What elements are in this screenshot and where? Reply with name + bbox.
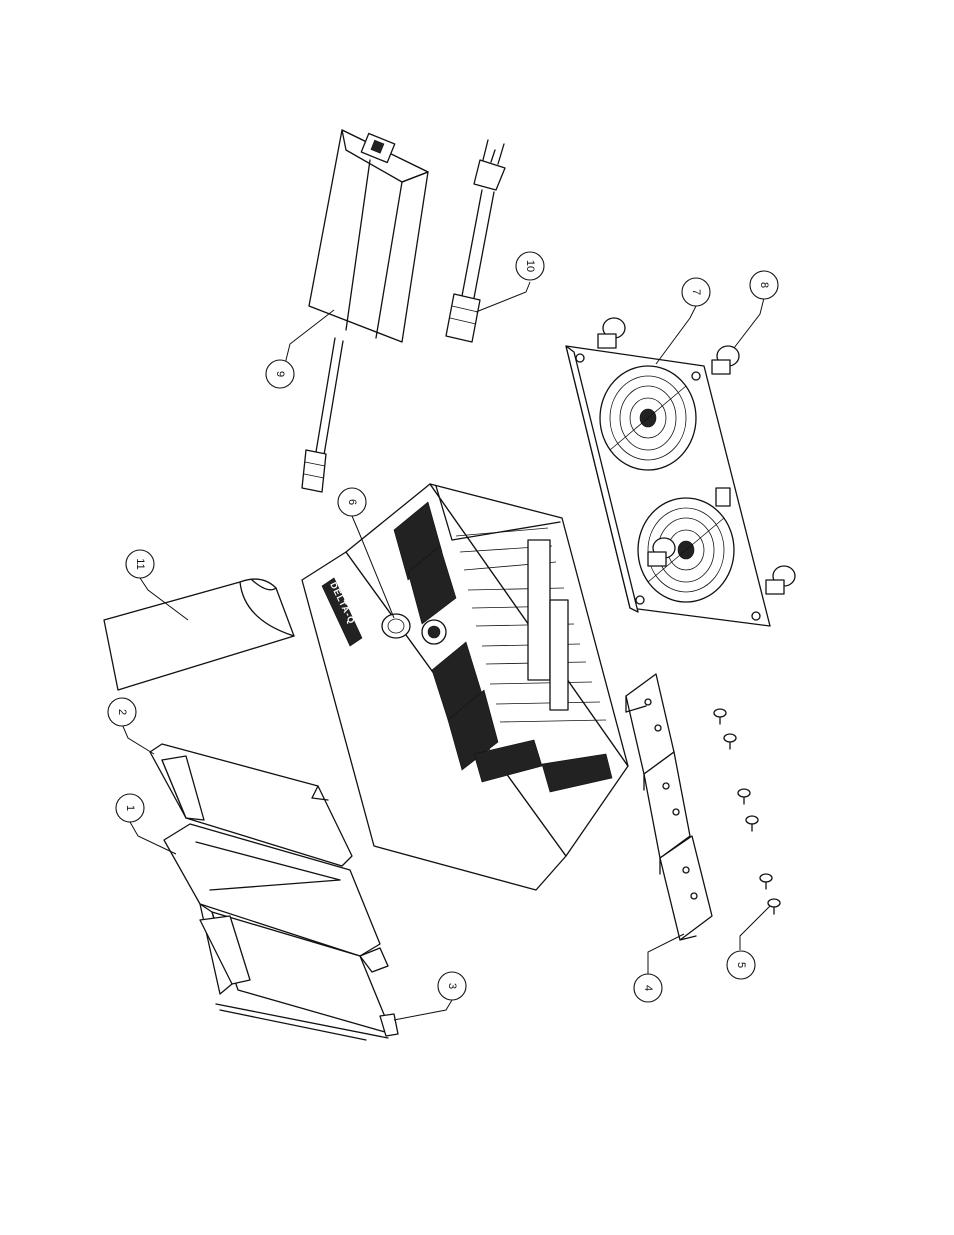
callout-9: 9 [266,360,294,388]
callout-2: 2 [108,698,136,726]
protective-sleeve [104,579,294,690]
callout-label: 2 [116,709,128,715]
ac-power-cord [446,140,505,342]
callout-11: 11 [126,550,154,578]
callout-5: 5 [727,951,755,979]
mounting-screws [714,709,780,914]
knob-right [712,346,739,374]
callout-label: 7 [690,289,702,295]
callout-4: 4 [634,974,662,1002]
mounting-brackets [626,674,712,940]
callout-label: 8 [758,282,770,288]
callout-label: 10 [524,260,536,272]
callout-label: 11 [134,558,146,569]
power-supply-brick [302,130,428,492]
charger-main-unit: DELTA-Q [302,484,628,890]
callout-label: 9 [274,371,286,377]
fan-panel-assembly [566,318,795,626]
callout-8: 8 [750,271,778,299]
callout-label: 1 [124,805,136,811]
callout-1: 1 [116,794,144,822]
callout-3: 3 [438,972,466,1000]
callout-7: 7 [682,278,710,306]
knob-lower-right [766,566,795,594]
callout-6: 6 [338,488,366,516]
callout-label: 4 [642,985,654,991]
callout-10: 10 [516,252,544,280]
callout-label: 6 [346,499,358,505]
callout-label: 5 [735,962,747,968]
mounting-tray-lower [164,824,398,1040]
callout-label: 3 [446,983,458,989]
knob-upper-left [598,318,625,348]
